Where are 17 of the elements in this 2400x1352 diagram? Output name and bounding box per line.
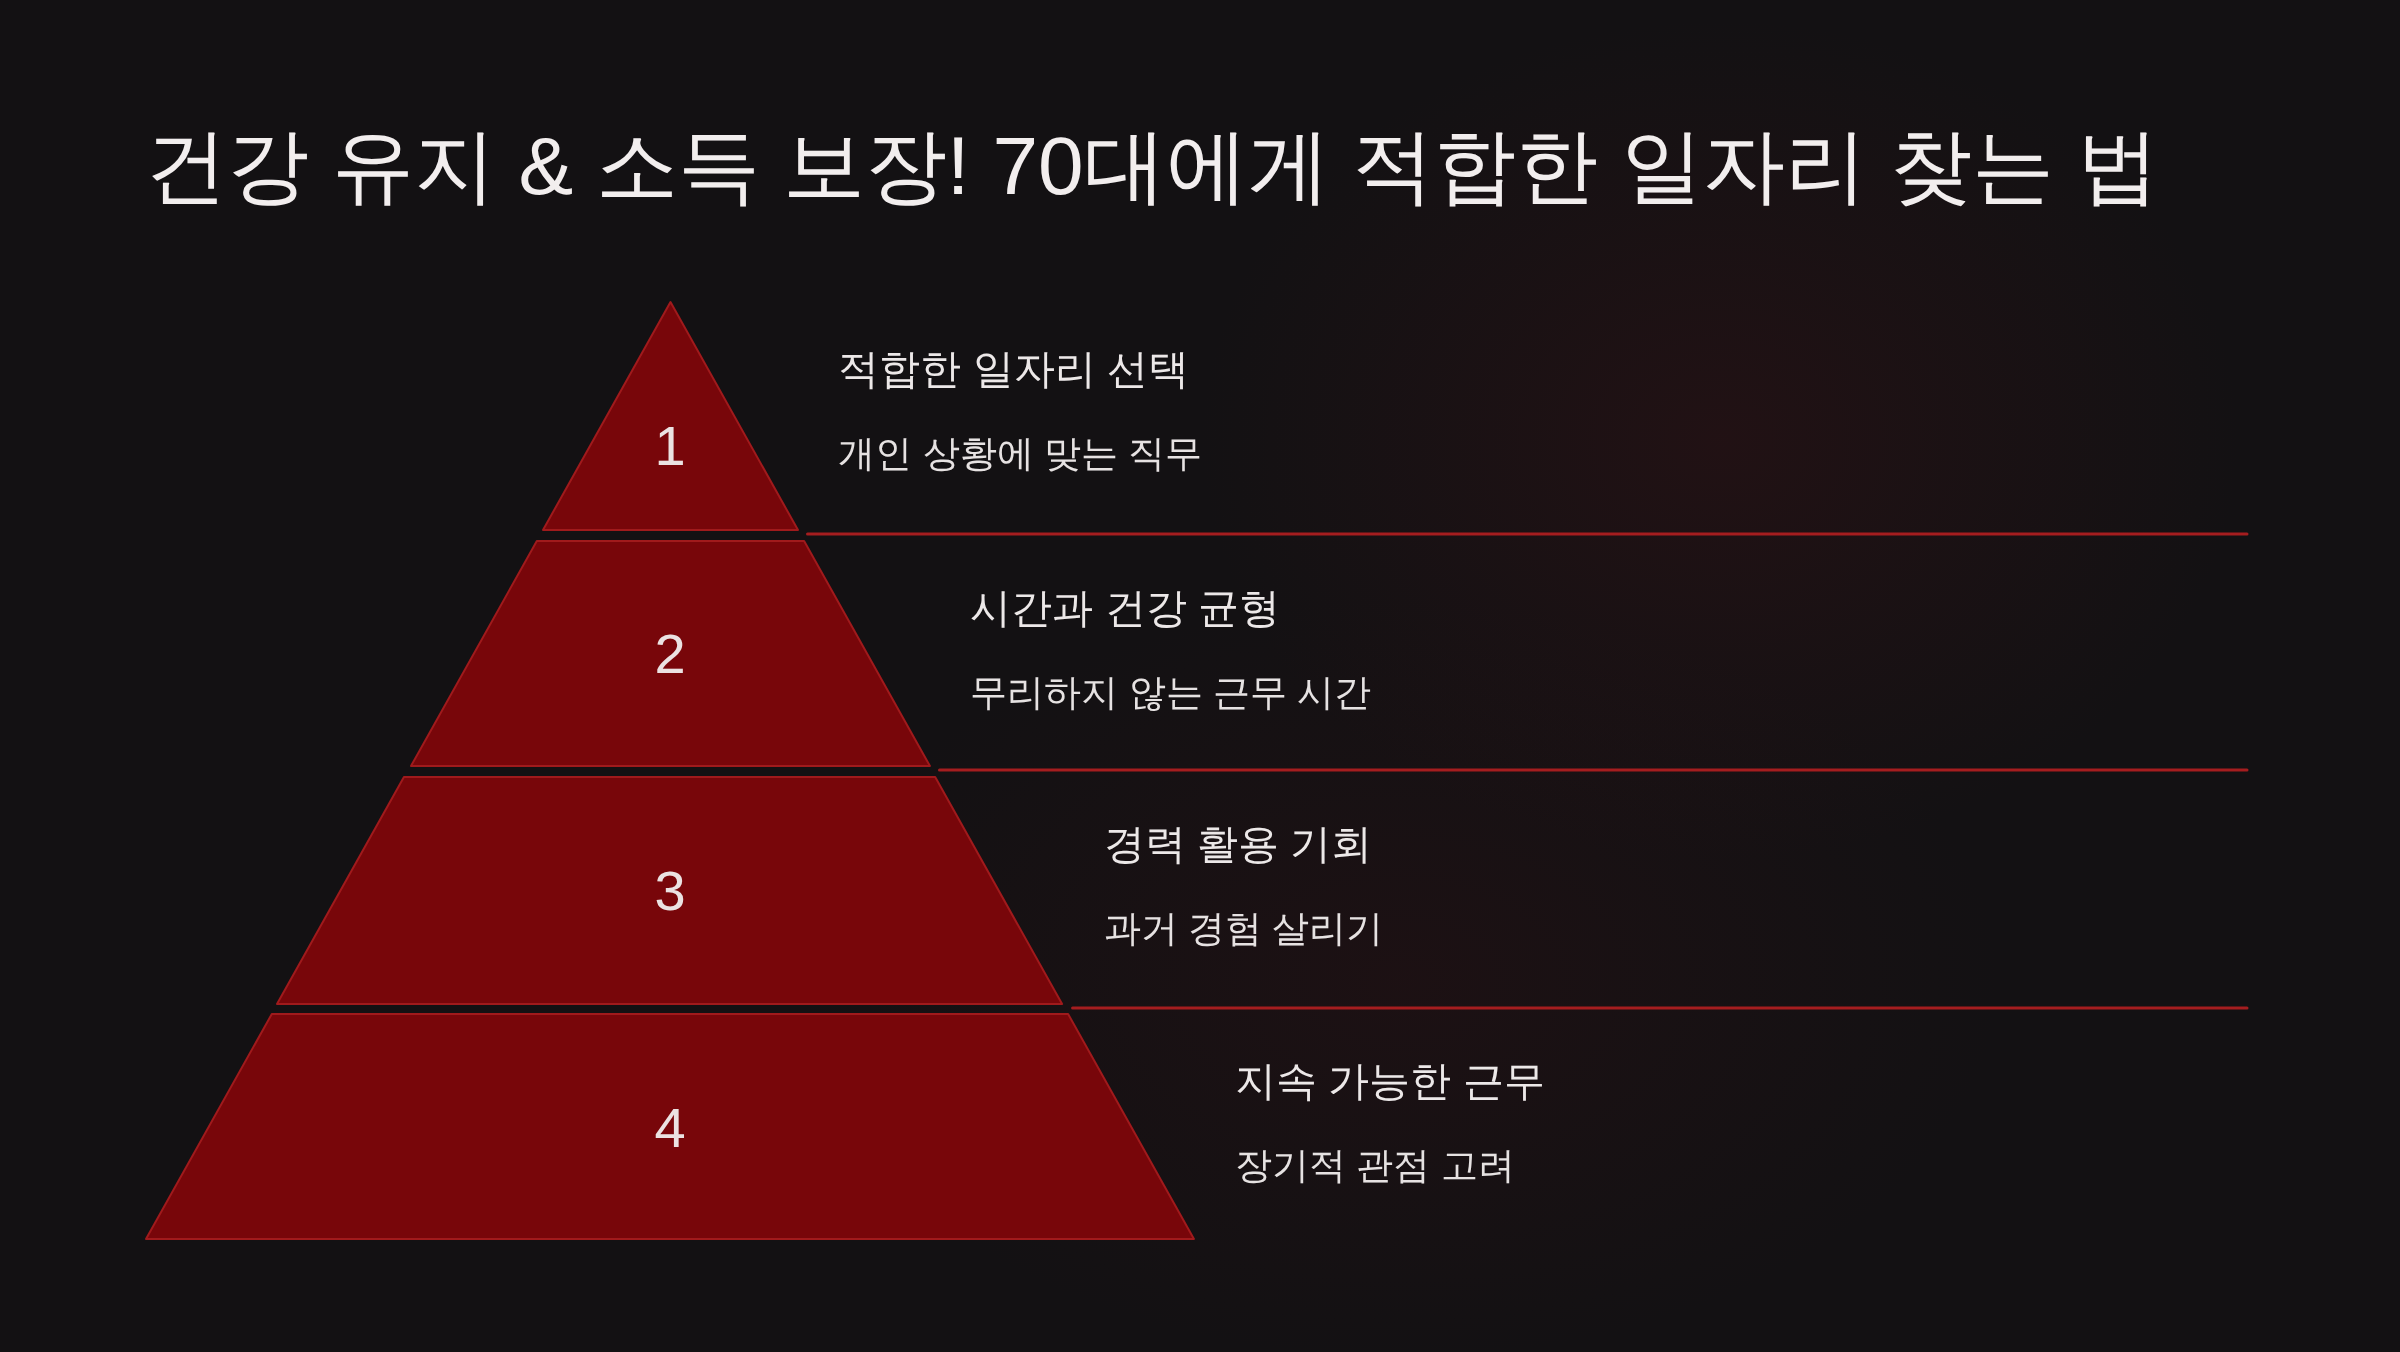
tier-heading: 적합한 일자리 선택	[838, 345, 1190, 395]
tier-number: 3	[654, 860, 686, 922]
tier-description: 무리하지 않는 근무 시간	[970, 670, 1372, 715]
tier-description: 과거 경험 살리기	[1103, 906, 1384, 951]
pyramid-tier	[407, 538, 933, 769]
slide-title: 건강 유지 & 소득 보장! 70대에게 적합한 일자리 찾는 법	[145, 119, 2159, 213]
tier-number: 1	[654, 415, 686, 477]
tier-description: 개인 상황에 맞는 직무	[838, 431, 1203, 476]
pyramid-tier	[539, 299, 801, 533]
tier-number: 4	[654, 1097, 686, 1159]
pyramid-tier	[274, 774, 1066, 1007]
tier-number: 2	[654, 623, 686, 685]
tier-heading: 지속 가능한 근무	[1234, 1057, 1545, 1107]
tier-heading: 경력 활용 기회	[1103, 820, 1373, 870]
tier-description: 장기적 관점 고려	[1234, 1143, 1515, 1188]
pyramid-tier	[143, 1011, 1197, 1242]
tier-heading: 시간과 건강 균형	[970, 584, 1281, 634]
